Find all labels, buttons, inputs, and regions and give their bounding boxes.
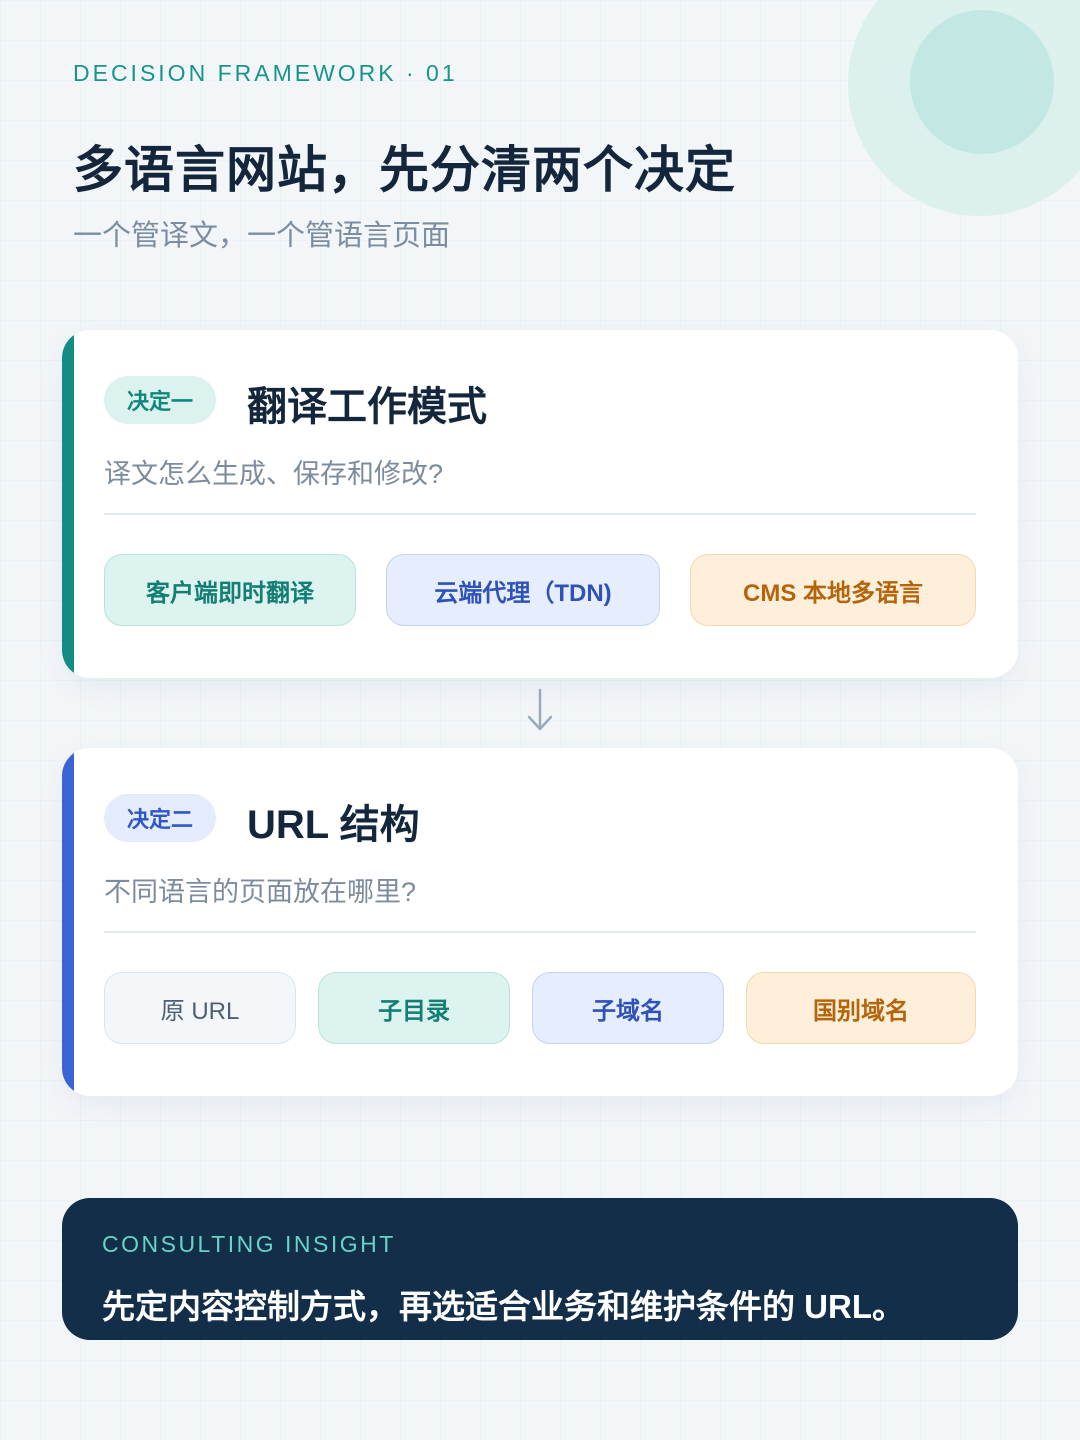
decision-card-url: 决定二 URL 结构 不同语言的页面放在哪里? 原 URL 子目录 子域名 国别…: [62, 748, 1018, 1096]
arrow-down-icon: [527, 688, 553, 731]
decorative-circle-inner: [910, 10, 1054, 154]
option-subdirectory: 子目录: [318, 972, 510, 1044]
decision-tag: 决定一: [104, 376, 216, 424]
insight-text: 先定内容控制方式，再选适合业务和维护条件的 URL。: [102, 1288, 905, 1325]
insight-label: CONSULTING INSIGHT: [102, 1231, 396, 1257]
decision-card-translation: 决定一 翻译工作模式 译文怎么生成、保存和修改? 客户端即时翻译 云端代理（TD…: [62, 330, 1018, 678]
card-accent-bar: [62, 748, 74, 1096]
option-subdomain: 子域名: [532, 972, 724, 1044]
page-title: 多语言网站，先分清两个决定: [73, 142, 736, 198]
card-divider: [104, 931, 976, 933]
card-question: 译文怎么生成、保存和修改?: [104, 459, 444, 489]
option-cloud-proxy: 云端代理（TDN): [386, 554, 660, 626]
card-divider: [104, 513, 976, 515]
option-original-url: 原 URL: [104, 972, 296, 1044]
card-accent-bar: [62, 330, 74, 678]
page-subtitle: 一个管译文，一个管语言页面: [73, 220, 451, 252]
card-title: URL 结构: [247, 803, 420, 847]
decision-tag: 决定二: [104, 794, 216, 842]
insight-panel: CONSULTING INSIGHT 先定内容控制方式，再选适合业务和维护条件的…: [62, 1198, 1018, 1340]
eyebrow-label: DECISION FRAMEWORK · 01: [73, 60, 458, 86]
card-title: 翻译工作模式: [247, 385, 487, 429]
card-question: 不同语言的页面放在哪里?: [104, 877, 417, 907]
option-cms-local: CMS 本地多语言: [690, 554, 976, 626]
option-country-domain: 国别域名: [746, 972, 976, 1044]
option-client-translation: 客户端即时翻译: [104, 554, 356, 626]
